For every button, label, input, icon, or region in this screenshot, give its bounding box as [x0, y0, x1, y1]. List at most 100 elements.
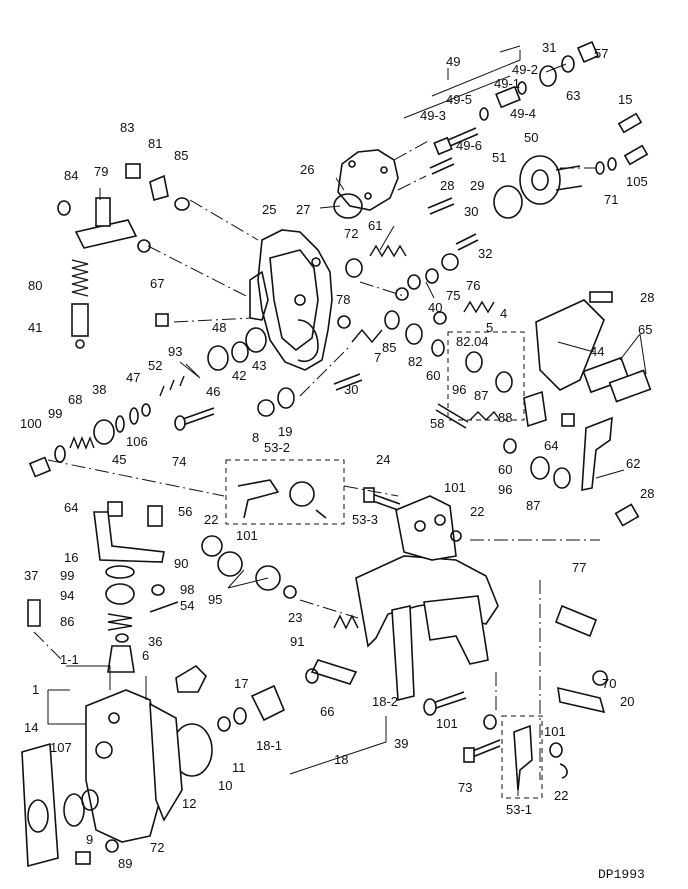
callout-15: 15 [618, 92, 632, 107]
callout-88: 88 [498, 410, 512, 425]
ring-11 [233, 707, 247, 725]
bush-19 [277, 387, 295, 409]
callout-98: 98 [180, 582, 194, 597]
callout-28c: 28 [640, 486, 654, 501]
o-ring-51 [493, 185, 523, 219]
chain-95-23 [299, 599, 359, 619]
clip-49-4 [517, 81, 527, 95]
callout-87a: 87 [474, 388, 488, 403]
spring-23 [333, 614, 359, 630]
bolt-28b [614, 503, 640, 527]
callout-49-2: 49-2 [512, 62, 538, 77]
lever-shaft-79 [74, 197, 138, 249]
callout-53-1: 53-1 [506, 802, 532, 817]
nut-70 [592, 670, 608, 686]
drawing-code: DP1993 [598, 867, 645, 882]
callout-37: 37 [24, 568, 38, 583]
callout-1-1: 1-1 [60, 652, 79, 667]
callout-82: 82 [408, 354, 422, 369]
stud-30 [427, 197, 455, 215]
screw-74 [174, 407, 215, 431]
callout-93: 93 [168, 344, 182, 359]
washer-99b [105, 565, 135, 579]
callout-101c: 101 [436, 716, 458, 731]
callout-101d: 101 [544, 724, 566, 739]
callout-7: 7 [374, 350, 381, 365]
callout-100: 100 [20, 416, 42, 431]
bolt-37 [27, 599, 41, 627]
callout-94: 94 [60, 588, 74, 603]
callout-12: 12 [182, 796, 196, 811]
washer-96a [465, 351, 483, 373]
callout-60a: 60 [426, 368, 440, 383]
ring-84 [57, 200, 71, 216]
callout-45: 45 [112, 452, 126, 467]
callout-66: 66 [320, 704, 334, 719]
callout-70: 70 [602, 676, 616, 691]
sleeve-18-1 [250, 684, 286, 722]
callout-43: 43 [252, 358, 266, 373]
governor-shaft-assembly [28, 327, 267, 478]
callout-49: 49 [446, 54, 460, 69]
callout-39: 39 [394, 736, 408, 751]
ring-85 [174, 197, 190, 211]
washer-78 [337, 315, 351, 329]
callout-18-2: 18-2 [372, 694, 398, 709]
callout-36: 36 [148, 634, 162, 649]
screw-49-3 [433, 127, 479, 156]
lever-16 [93, 511, 165, 563]
callout-99b: 99 [60, 568, 74, 583]
block-17 [175, 664, 207, 693]
nut-76 [441, 253, 459, 271]
callout-71: 71 [604, 192, 618, 207]
chain-26 [397, 175, 427, 191]
collar-82 [405, 323, 423, 345]
nut-72b [105, 839, 119, 853]
pin-77 [554, 604, 598, 638]
callout-90: 90 [174, 556, 188, 571]
chain-61 [359, 281, 405, 297]
screw-58 [435, 403, 501, 429]
callout-65: 65 [638, 322, 652, 337]
callout-14: 14 [24, 720, 38, 735]
callout-44: 44 [590, 344, 604, 359]
pin-54 [149, 601, 179, 613]
washer-63 [561, 55, 575, 73]
callout-96b: 96 [498, 482, 512, 497]
callout-58: 58 [430, 416, 444, 431]
ring-79b [137, 239, 151, 253]
washer-60a [431, 339, 445, 357]
callout-83: 83 [120, 120, 134, 135]
callout-51: 51 [492, 150, 506, 165]
washer-91 [305, 668, 319, 684]
chain-53-2 [343, 485, 399, 497]
callout-79: 79 [94, 164, 108, 179]
callout-62: 62 [626, 456, 640, 471]
callout-95: 95 [208, 592, 222, 607]
callout-27: 27 [296, 202, 310, 217]
bolt-64b [107, 501, 123, 517]
callout-85b: 85 [382, 340, 396, 355]
callout-52: 52 [148, 358, 162, 373]
callout-30a: 30 [464, 204, 478, 219]
callout-11: 11 [232, 760, 246, 775]
callout-5: 5 [486, 320, 493, 335]
callout-20: 20 [620, 694, 634, 709]
callout-40: 40 [428, 300, 442, 315]
callout-25: 25 [262, 202, 276, 217]
link-53-1 [513, 724, 533, 791]
bolt-73 [463, 739, 501, 763]
pump-body-1 [85, 689, 183, 843]
pin-56 [147, 505, 163, 527]
box-53-1 [501, 715, 543, 799]
callout-22c: 22 [554, 788, 568, 803]
callout-18-1: 18-1 [256, 738, 282, 753]
callout-105: 105 [626, 174, 648, 189]
callout-60b: 60 [498, 462, 512, 477]
chain-67 [173, 317, 253, 323]
callout-10: 10 [218, 778, 232, 793]
chain-85-25 [189, 199, 259, 241]
cap-83 [125, 163, 141, 179]
callout-63: 63 [566, 88, 580, 103]
